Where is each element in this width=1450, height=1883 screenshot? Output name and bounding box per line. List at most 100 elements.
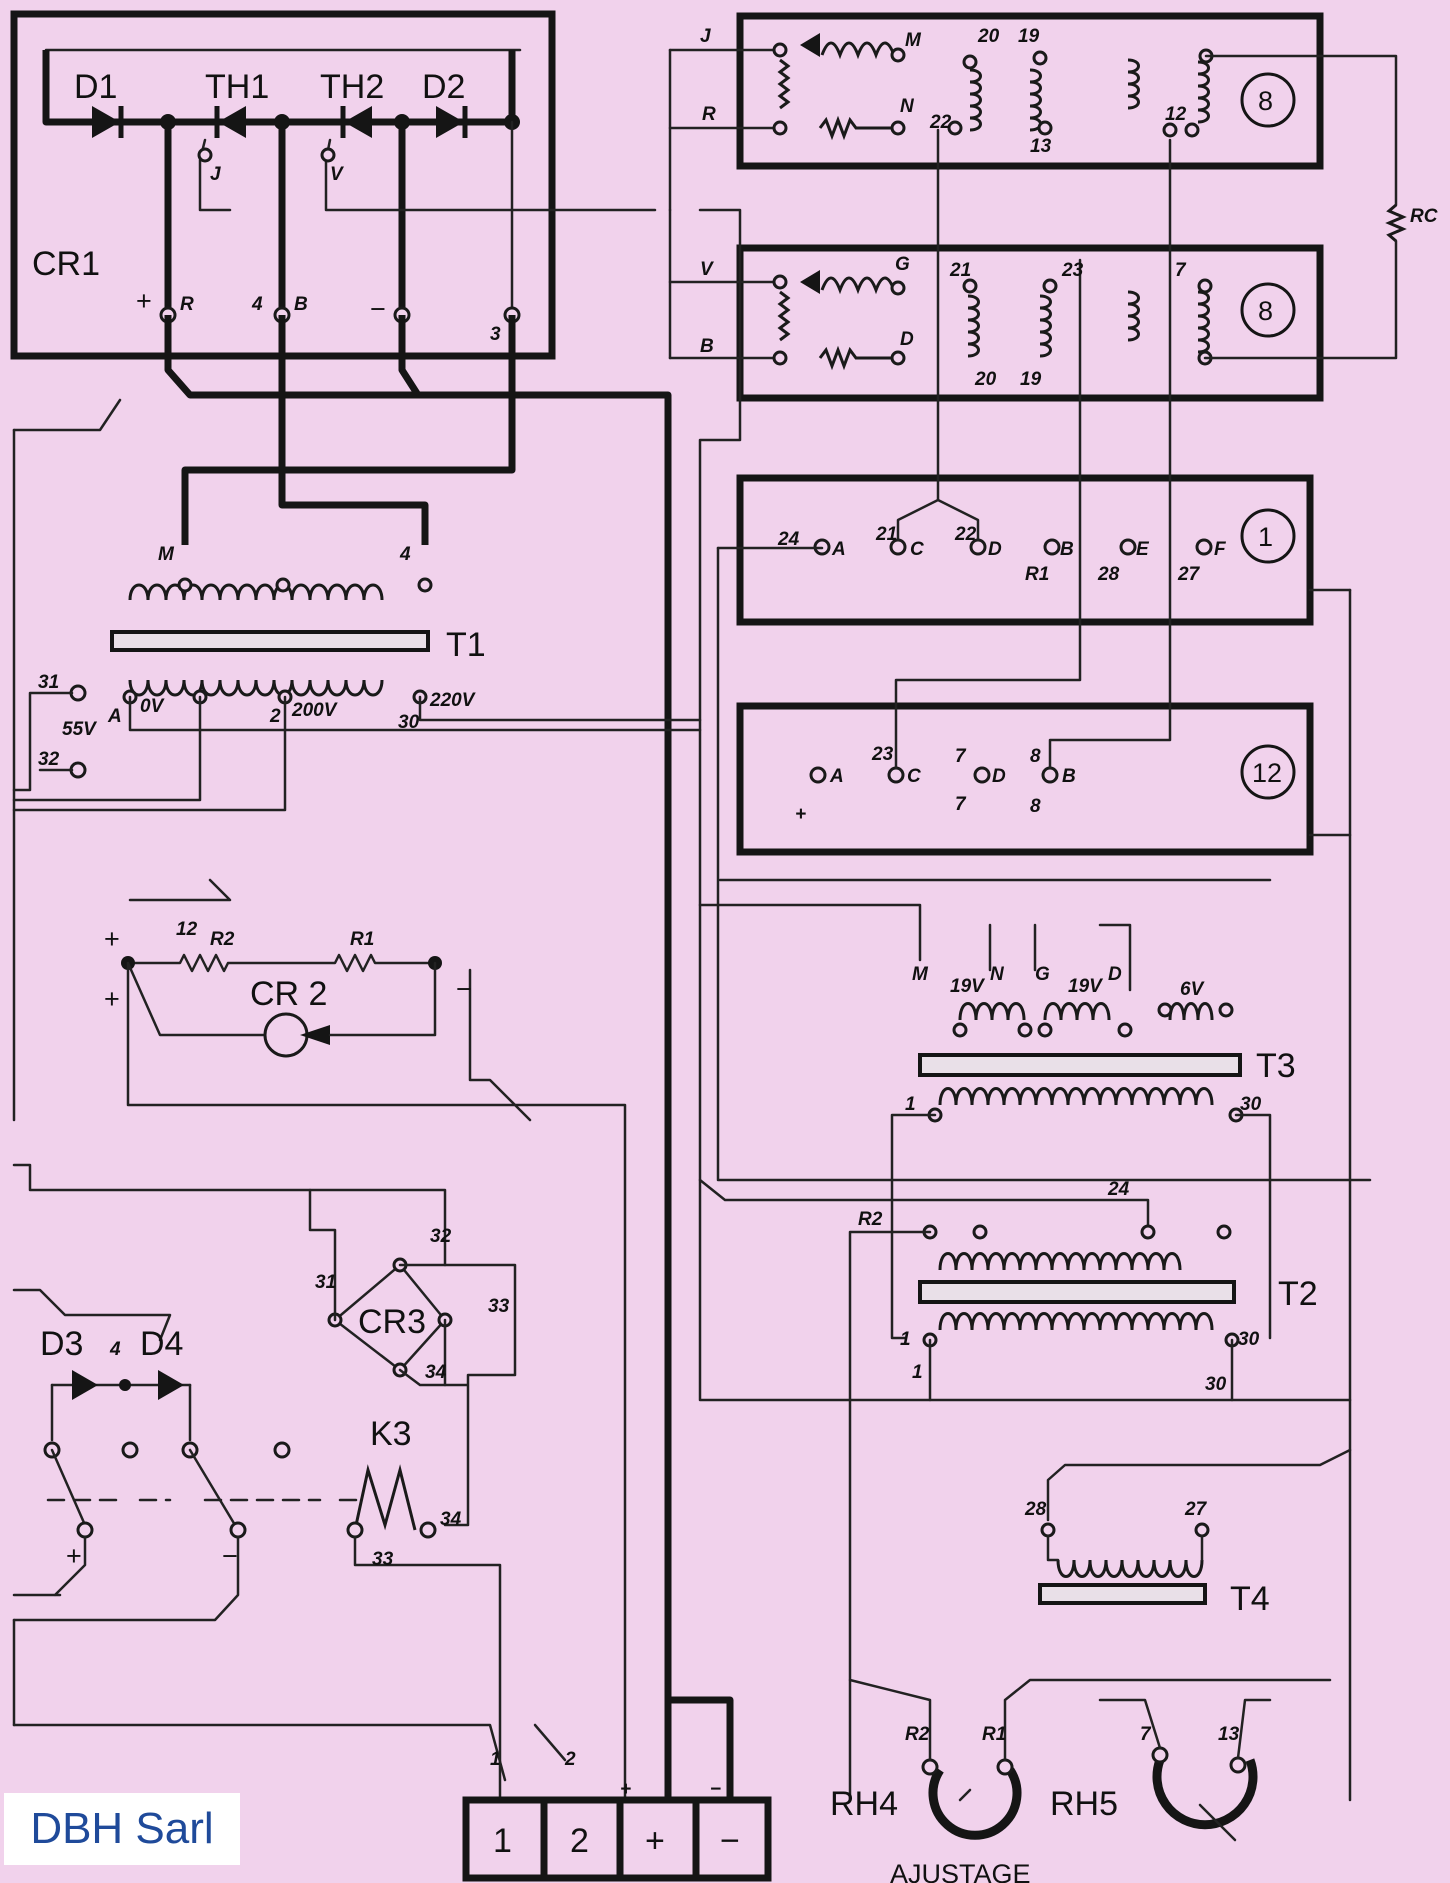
- label-m8a-20: 20: [977, 26, 1000, 47]
- label-d3: D3: [40, 1325, 83, 1363]
- d1-diode-icon: [92, 106, 120, 138]
- label-in-j: J: [700, 26, 711, 47]
- label-m8a-22: 22: [929, 112, 952, 133]
- label-m1-d: D: [988, 539, 1002, 560]
- label-in-v: V: [700, 259, 714, 280]
- label-t2-r2: R2: [858, 1209, 883, 1230]
- label-t1-a: A: [107, 706, 122, 727]
- label-cr2-12: 12: [176, 919, 198, 940]
- m8a-diode-icon: [800, 33, 820, 57]
- label-t3-30: 30: [1240, 1094, 1262, 1115]
- label-t1-200v: 200V: [291, 700, 338, 721]
- label-m8b-g: G: [895, 254, 910, 275]
- label-t1-30: 30: [398, 712, 420, 733]
- label-m8b-d: D: [900, 329, 914, 350]
- module-12-badge: [1240, 744, 1296, 800]
- label-m1-22: 22: [954, 524, 977, 545]
- label-t4-27: 27: [1184, 1499, 1208, 1520]
- label-m1-21: 21: [875, 524, 897, 545]
- module-8a: [668, 12, 1324, 212]
- terminal-plus: +: [645, 1822, 665, 1860]
- label-t1-55v: 55V: [62, 719, 97, 740]
- label-cr1-4: 4: [251, 294, 263, 315]
- label-cr3-33: 33: [488, 1296, 510, 1317]
- terminal-1: 1: [493, 1822, 512, 1860]
- label-m1-e: E: [1136, 539, 1150, 560]
- label-t2-30: 30: [1238, 1329, 1260, 1350]
- label-m12-8b: 8: [1030, 796, 1041, 817]
- label-t3-m: M: [912, 964, 929, 985]
- dbh-logo: DBH Sarl: [4, 1793, 240, 1865]
- label-th2: TH2: [320, 68, 384, 106]
- label-t2-1b: 1: [912, 1362, 923, 1383]
- t2-transformer: [698, 1178, 1240, 1802]
- label-t1-2: 2: [269, 706, 281, 727]
- label-t3-g: G: [1035, 964, 1050, 985]
- module-1: [736, 128, 1314, 626]
- label-m12-23: 23: [871, 744, 894, 765]
- label-m8a-n: N: [900, 96, 915, 117]
- label-m12-a: A: [829, 766, 844, 787]
- label-cr1-r: R: [180, 294, 194, 315]
- label-t3-d: D: [1108, 964, 1122, 985]
- cr2-circuit: [121, 878, 627, 1802]
- label-t2: T2: [1278, 1275, 1318, 1313]
- cr3-bridge: [12, 1163, 517, 1527]
- terminal-2: 2: [570, 1822, 589, 1860]
- label-blk-1: 1: [490, 1749, 501, 1770]
- label-sw-plus: +: [66, 1541, 82, 1571]
- th2-thyristor-icon: [344, 106, 372, 138]
- label-m8a-13: 13: [1030, 136, 1052, 157]
- label-cr2-plus1: +: [104, 924, 120, 954]
- label-in-b: B: [700, 336, 714, 357]
- label-t4-28: 28: [1024, 1499, 1047, 1520]
- label-m8a-m: M: [905, 30, 922, 51]
- label-t3-19v-b: 19V: [1068, 976, 1103, 997]
- label-t1-31: 31: [38, 672, 59, 693]
- label-m12-c: C: [907, 766, 921, 787]
- module-1-number: 1: [1258, 522, 1273, 552]
- label-t3-6v: 6V: [1180, 979, 1205, 1000]
- label-cr3-34: 34: [425, 1362, 447, 1383]
- label-m1-c: C: [910, 539, 924, 560]
- label-ajustage: AJUSTAGE: [890, 1859, 1031, 1883]
- label-m12-plus: +: [795, 804, 806, 825]
- label-t1-m: M: [158, 544, 175, 565]
- d3-diode-icon: [72, 1370, 98, 1400]
- label-th1: TH1: [205, 68, 269, 106]
- label-t1-32: 32: [38, 749, 60, 770]
- module-8b-number: 8: [1258, 296, 1273, 326]
- label-rh4-r1: R1: [982, 1724, 1006, 1745]
- label-cr1: CR1: [32, 245, 100, 283]
- module-12: [736, 138, 1314, 856]
- label-r2: R2: [210, 929, 235, 950]
- label-m8b-19: 19: [1020, 369, 1042, 390]
- label-k3-33: 33: [372, 1549, 394, 1570]
- module-8b-badge: [1240, 282, 1296, 338]
- label-t1: T1: [446, 626, 486, 664]
- label-cr1-3: 3: [490, 324, 501, 345]
- label-k3: K3: [370, 1415, 412, 1453]
- t4-transformer: [1038, 1448, 1352, 1605]
- t1-transformer: [69, 577, 433, 779]
- label-d4: D4: [140, 1325, 183, 1363]
- label-rh5: RH5: [1050, 1785, 1118, 1823]
- th1-thyristor-icon: [218, 106, 246, 138]
- rh4-rh5-adjusters: [848, 1678, 1332, 1842]
- label-cr3-32: 32: [430, 1226, 452, 1247]
- label-cr3-31: 31: [315, 1272, 336, 1293]
- label-rc: RC: [1410, 206, 1438, 227]
- label-m8a-12: 12: [1165, 104, 1187, 125]
- label-t3: T3: [1256, 1047, 1296, 1085]
- m8b-diode-icon: [800, 270, 820, 294]
- label-d34-4: 4: [109, 1339, 121, 1360]
- label-m12-7b: 7: [955, 794, 967, 815]
- label-m1-r1: R1: [1025, 564, 1049, 585]
- label-m12-7: 7: [955, 746, 967, 767]
- module-8a-number: 8: [1258, 86, 1273, 116]
- label-m1-28: 28: [1097, 564, 1120, 585]
- label-t4: T4: [1230, 1580, 1270, 1618]
- label-m1-b: B: [1060, 539, 1074, 560]
